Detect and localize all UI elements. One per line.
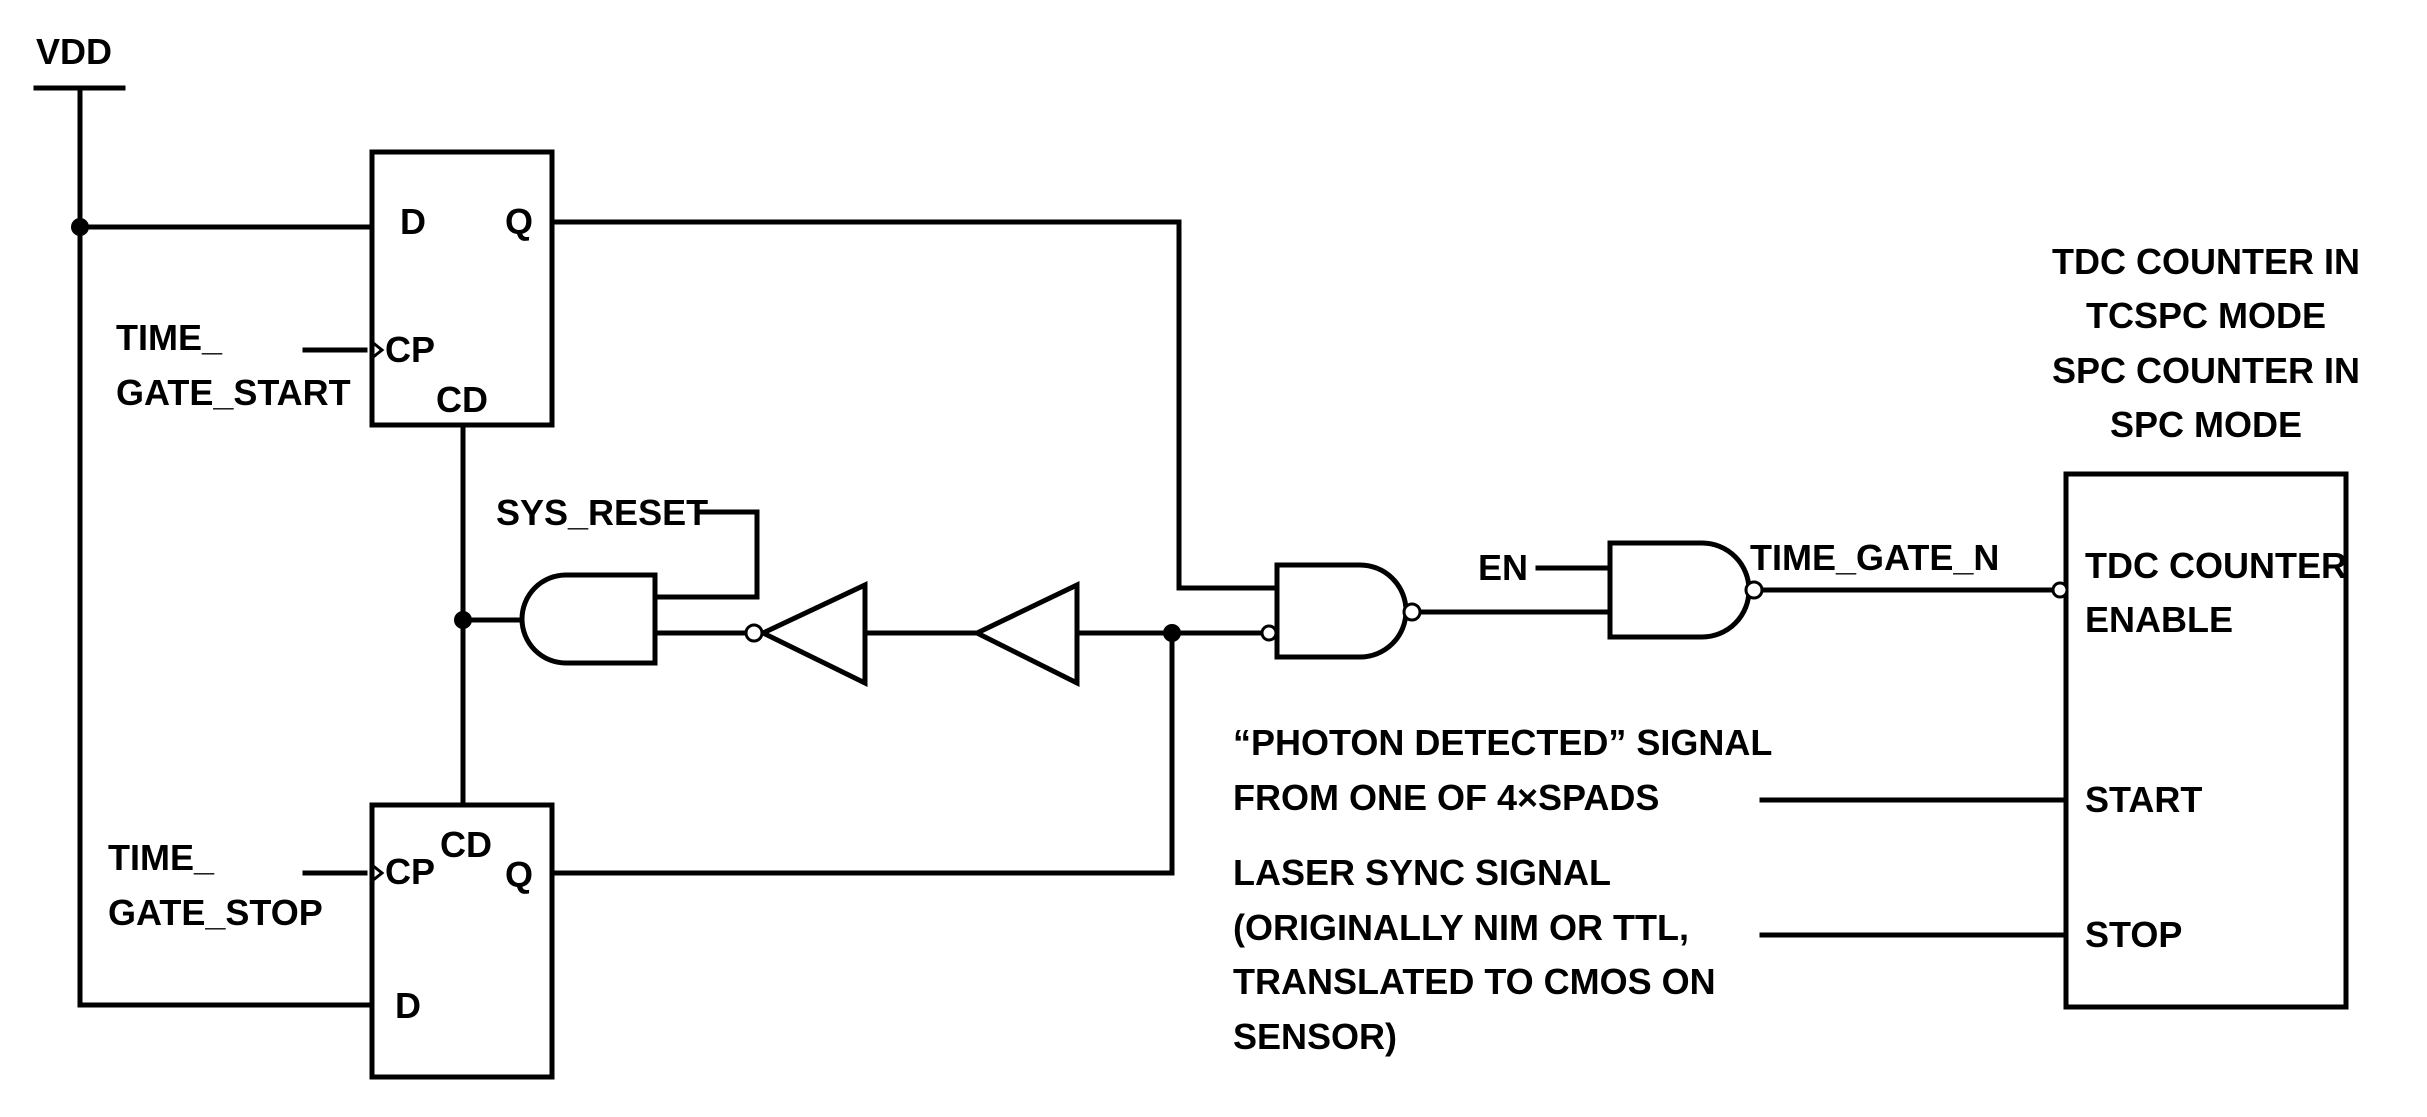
wire-start-q [549, 219, 1280, 591]
nand-gate-input-bubble [1260, 624, 1278, 642]
counter-stop-label: STOP [2085, 914, 2182, 955]
flip-flop-stop-clock-marker [371, 863, 385, 883]
flip-flop-stop [369, 802, 555, 1080]
start-q-label: Q [505, 201, 533, 242]
wires [33, 85, 2069, 1008]
inverter-bubble [744, 623, 764, 643]
labels: VDD D Q CP CD TIME_ GATE_START CD CP Q D… [36, 31, 2360, 1057]
counter-block-body [2063, 471, 2349, 1010]
time-gate-start-label-line2: GATE_START [116, 372, 351, 413]
counter-enable-label-line1: TDC COUNTER [2085, 545, 2347, 586]
junction-clear [454, 611, 472, 629]
inverter [744, 581, 868, 688]
time-gate-stop-label-line2: GATE_STOP [108, 892, 323, 933]
laser-sync-label-line1: LASER SYNC SIGNAL [1233, 852, 1611, 893]
time-gate-stop-label-line1: TIME_ [108, 837, 215, 878]
wire-sys-reset [652, 509, 760, 600]
laser-sync-label-line3: TRANSLATED TO CMOS ON [1233, 961, 1716, 1002]
and-gate-enable-bubble [1744, 580, 1764, 600]
time-gate-n-label: TIME_GATE_N [1750, 537, 1999, 578]
start-cd-label: CD [436, 379, 488, 420]
en-label: EN [1478, 547, 1528, 588]
stop-q-label: Q [505, 854, 533, 895]
counter-enable-label-line2: ENABLE [2085, 599, 2233, 640]
counter-start-label: START [2085, 779, 2202, 820]
start-cp-label: CP [385, 329, 435, 370]
counter-title-line3: SPC COUNTER IN [2052, 350, 2360, 391]
counter-title-line2: TCSPC MODE [2086, 295, 2326, 336]
flip-flop-stop-body [369, 802, 555, 1080]
and-gate-enable-body [1607, 540, 1752, 640]
counter-title-line1: TDC COUNTER IN [2052, 241, 2360, 282]
wire-stop-q [549, 630, 1175, 876]
time-gate-start-label-line1: TIME_ [116, 317, 223, 358]
flip-flop-start-body [369, 149, 555, 428]
counter-enable-bubble [2051, 581, 2069, 599]
laser-sync-label-line2: (ORIGINALLY NIM OR TTL, [1233, 907, 1689, 948]
flip-flop-start-clock-marker [371, 340, 385, 360]
photon-signal-label-line1: “PHOTON DETECTED” SIGNAL [1233, 722, 1772, 763]
nand-gate-bubble [1402, 602, 1422, 622]
laser-sync-label-line4: SENSOR) [1233, 1016, 1397, 1057]
sys-reset-label: SYS_RESET [496, 492, 708, 533]
inverter-body [757, 581, 868, 688]
stop-d-label: D [395, 985, 421, 1026]
flip-flop-start [369, 149, 555, 428]
nand-gate [1260, 562, 1422, 660]
vdd-label: VDD [36, 31, 112, 72]
nand-gate-body [1274, 562, 1409, 660]
junction-vdd [71, 218, 89, 236]
counter-title-line4: SPC MODE [2110, 404, 2302, 445]
photon-signal-label-line2: FROM ONE OF 4×SPADS [1233, 777, 1659, 818]
counter-block [2051, 471, 2349, 1010]
start-d-label: D [400, 201, 426, 242]
stop-cp-label: CP [385, 851, 435, 892]
and-gate [519, 572, 658, 666]
buffer [971, 581, 1080, 688]
junction-reset [1163, 624, 1181, 642]
and-gate-enable [1607, 540, 1764, 640]
stop-cd-label: CD [440, 824, 492, 865]
junctions [71, 218, 1181, 642]
